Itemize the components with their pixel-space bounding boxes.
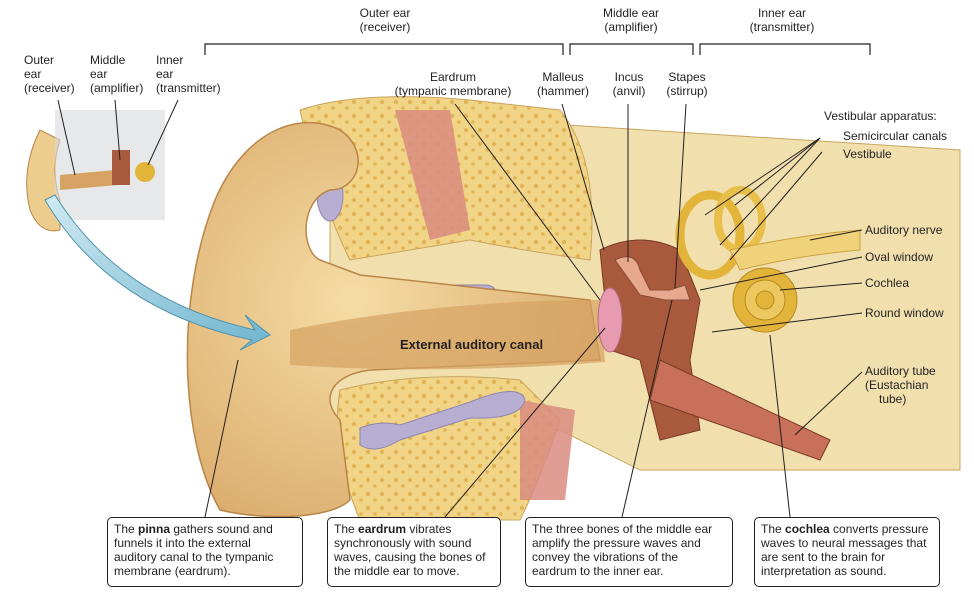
caption-eardrum-bold: eardrum <box>358 522 407 536</box>
label-vestibule: Vestibule <box>843 147 892 161</box>
thumb-inner-l3: (transmitter) <box>156 81 221 95</box>
group-inner-line2: (transmitter) <box>749 20 815 34</box>
caption-pinna-post: gathers sound and funnels it into the ex… <box>114 522 274 578</box>
eustachian-tube <box>649 359 831 461</box>
malleus-l2: (hammer) <box>536 84 589 98</box>
leader-lines <box>57 99 863 518</box>
muscle-bottom <box>520 400 575 500</box>
label-auditory-tube: Auditory tube (Eustachian tube) <box>865 364 936 406</box>
label-vestibular-apparatus: Vestibular apparatus: <box>824 109 937 123</box>
ossicles <box>614 256 691 301</box>
label-semicircular-canals: Semicircular canals <box>843 129 948 143</box>
group-middle-line1: Middle ear <box>602 6 660 20</box>
caption-pinna-bold: pinna <box>138 522 171 536</box>
incus-l2: (anvil) <box>612 84 646 98</box>
incus-l1: Incus <box>614 70 644 84</box>
thumb-middle-l1: Middle <box>90 53 126 67</box>
group-brackets <box>204 43 871 55</box>
group-label-inner-ear: Inner ear (transmitter) <box>742 6 822 34</box>
eardrum-l2: (tympanic membrane) <box>394 84 512 98</box>
caption-pinna-pre: The <box>114 522 139 536</box>
label-stapes: Stapes (stirrup) <box>660 70 714 98</box>
label-auditory-nerve: Auditory nerve <box>865 223 943 237</box>
caption-cochlea-pre: The <box>761 522 786 536</box>
muscle-top <box>395 110 470 240</box>
caption-cochlea-post: converts pressure waves to neural messag… <box>761 522 929 578</box>
ear-canal <box>290 300 605 370</box>
thumb-label-outer: Outer ear (receiver) <box>24 53 75 95</box>
label-eardrum: Eardrum (tympanic membrane) <box>388 70 518 98</box>
thumbnail-ear <box>26 110 165 232</box>
thumb-middle-l3: (amplifier) <box>90 81 144 95</box>
semicircular-canal-1 <box>675 190 745 280</box>
group-middle-line2: (amplifier) <box>604 20 658 34</box>
group-outer-line2: (receiver) <box>359 20 411 34</box>
auditory-tube-l1: Auditory tube <box>865 364 936 378</box>
malleus-l1: Malleus <box>542 70 584 84</box>
caption-eardrum-post: vibrates synchronously with sound waves,… <box>334 522 486 578</box>
zoom-arrow <box>44 194 271 351</box>
eardrum-l1: Eardrum <box>429 70 476 84</box>
caption-cochlea: The cochlea converts pressure waves to n… <box>754 517 940 587</box>
cartilage-3 <box>359 391 526 450</box>
eardrum-shape <box>597 287 623 353</box>
thumb-label-middle: Middle ear (amplifier) <box>90 53 143 95</box>
caption-bones-text: The three bones of the middle ear amplif… <box>532 522 713 578</box>
group-outer-line1: Outer ear <box>359 6 411 20</box>
thumb-inner-l1: Inner <box>156 53 184 67</box>
thumb-outer-l1: Outer <box>24 53 55 67</box>
caption-eardrum-pre: The <box>334 522 359 536</box>
group-label-outer-ear: Outer ear (receiver) <box>350 6 420 34</box>
label-cochlea: Cochlea <box>865 276 910 290</box>
caption-cochlea-bold: cochlea <box>785 522 830 536</box>
stapes-l1: Stapes <box>668 70 706 84</box>
caption-bones: The three bones of the middle ear amplif… <box>525 517 733 587</box>
caption-pinna: The pinna gathers sound and funnels it i… <box>107 517 303 587</box>
thumb-middle-l2: ear <box>90 67 108 81</box>
auditory-tube-l2: (Eustachian <box>865 378 929 392</box>
thumb-outer-l2: ear <box>24 67 42 81</box>
label-incus: Incus (anvil) <box>604 70 654 98</box>
label-round-window: Round window <box>865 306 944 320</box>
group-label-middle-ear: Middle ear (amplifier) <box>596 6 666 34</box>
auditory-tube-l3: tube) <box>879 392 907 406</box>
thumb-inner-l2: ear <box>156 67 174 81</box>
caption-eardrum: The eardrum vibrates synchronously with … <box>327 517 501 587</box>
auditory-nerve-shape <box>729 229 861 271</box>
group-inner-line1: Inner ear <box>757 6 807 20</box>
label-external-auditory-canal: External auditory canal <box>400 337 544 352</box>
thumb-label-inner: Inner ear (transmitter) <box>156 53 221 95</box>
thumb-outer-l3: (receiver) <box>24 81 75 95</box>
label-oval-window: Oval window <box>865 250 934 264</box>
stapes-l2: (stirrup) <box>666 84 708 98</box>
label-malleus: Malleus (hammer) <box>532 70 594 98</box>
